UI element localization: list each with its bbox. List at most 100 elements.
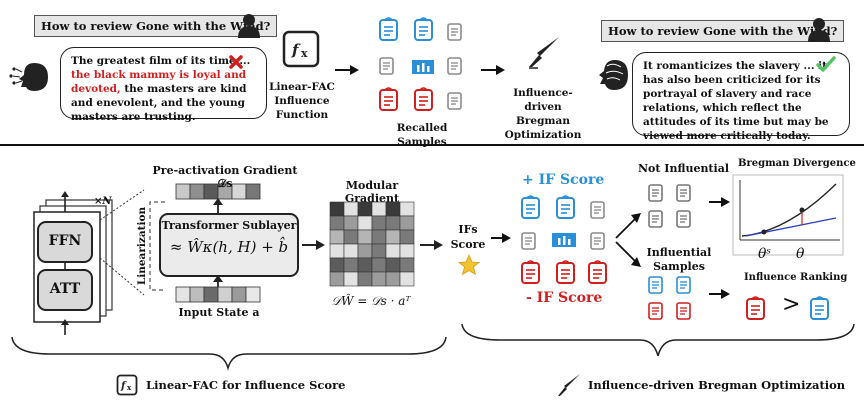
matrix-cell (371, 257, 387, 273)
doc-icon (414, 17, 433, 41)
optimization-label: Influence-driven Bregman Optimization (504, 87, 582, 141)
function-fx-icon: f x (282, 30, 320, 68)
svg-text:f: f (291, 41, 301, 59)
recalled-samples-grid (379, 17, 462, 111)
doc-icon (521, 260, 540, 284)
plus-if-label: + IF Score (522, 172, 605, 188)
robot-head-icon (9, 63, 48, 91)
matrix-cell (399, 271, 415, 287)
doc-icon (648, 184, 663, 202)
question-right: How to review Gone with the Wind? (601, 20, 845, 42)
matrix-cell (329, 243, 345, 259)
right-brace (461, 323, 855, 357)
matrix-cell (343, 257, 359, 273)
not-influential-label: Not Influential (638, 162, 730, 175)
user-icon (238, 14, 260, 38)
check-mark-icon (816, 56, 836, 72)
sublayer-formula: ≈ Ŵκ(h, H) + b̂ (169, 238, 289, 256)
matrix-cell (329, 271, 345, 287)
doc-icon (556, 195, 575, 219)
doc-icon (588, 260, 607, 284)
ai-head-icon (599, 60, 628, 90)
ranking-greater-than: > (782, 292, 801, 317)
doc-icon (590, 232, 605, 250)
bregman-title: Bregman Divergence (738, 158, 856, 169)
answer-good-bubble: It romanticizes the slavery ... it has a… (632, 52, 850, 142)
not-influential-samples (648, 184, 691, 228)
doc-icon (648, 210, 663, 228)
matrix-cell (329, 215, 345, 231)
question-left: How to review Gone with the Wind? (34, 15, 278, 37)
matrix-cell (371, 271, 387, 287)
preact-title: Pre-activation Gradient 𝒟s (152, 164, 298, 190)
matrix-cell (399, 257, 415, 273)
scalpel-icon (558, 374, 580, 396)
answer-bad-highlight: the black mammy is loyal and devoted, (71, 69, 247, 95)
minus-if-label: - IF Score (526, 290, 603, 306)
theta-s-label: θˢ (758, 246, 772, 262)
theta-label: θ (796, 246, 805, 262)
scored-samples-grid (521, 195, 607, 284)
matrix-cell (343, 243, 359, 259)
doc-icon (447, 23, 462, 41)
input-state-label: Input State a (178, 306, 260, 319)
matrix-cell (371, 243, 387, 259)
input-state-vector (175, 286, 261, 303)
doc-icon (447, 57, 462, 75)
fx-label: Linear-FAC Influence Function (269, 81, 335, 121)
matrix-cell (357, 243, 373, 259)
influential-label: Influential Samples (646, 246, 712, 273)
svg-text:x: x (127, 383, 132, 392)
doc-icon (556, 260, 575, 284)
ranking-title: Influence Ranking (744, 272, 848, 283)
ifs-score-label: IFs Score (450, 223, 486, 251)
linearization-label: Linearization (136, 206, 148, 286)
linear-fac-module (11, 183, 447, 371)
doc-icon (414, 87, 433, 111)
svg-text:f: f (120, 381, 127, 392)
matrix-cell (357, 229, 373, 245)
att-label: ATT (49, 281, 81, 297)
doc-icon (676, 276, 691, 294)
doc-icon (648, 302, 663, 320)
transformer-sublayer-box (159, 213, 299, 277)
ffn-label: FFN (48, 233, 82, 249)
doc-icon (676, 184, 691, 202)
matrix-cell (357, 271, 373, 287)
doc-icon (521, 232, 536, 250)
matrix-cell (385, 243, 401, 259)
matrix-cell (371, 215, 387, 231)
footer-left-label: Linear-FAC for Influence Score (146, 378, 346, 392)
low-influence-doc-icon (810, 296, 829, 320)
matrix-cell (385, 257, 401, 273)
modular-title: Modular Gradient (344, 179, 400, 205)
doc-icon (590, 201, 605, 219)
cross-mark-icon (229, 55, 243, 69)
answer-bad-bubble: The greatest film of its time ... the bl… (60, 47, 267, 123)
matrix-cell (399, 229, 415, 245)
sublayer-title: Transformer Sublayer (161, 219, 297, 232)
matrix-cell (329, 229, 345, 245)
doc-icon (676, 302, 691, 320)
scalpel-icon (529, 37, 559, 69)
high-influence-doc-icon (746, 296, 765, 320)
doc-icon (379, 87, 398, 111)
matrix-cell (385, 271, 401, 287)
preact-gradient-vector (175, 183, 261, 200)
footer-right-label: Influence-driven Bregman Optimization (588, 378, 846, 392)
svg-text:x: x (301, 47, 308, 60)
left-brace (11, 336, 447, 371)
times-n-label: ×N (94, 196, 112, 207)
influential-samples (648, 276, 691, 320)
doc-icon (447, 92, 462, 110)
matrix-cell (357, 257, 373, 273)
doc-icon (648, 276, 663, 294)
bregman-plot (732, 174, 844, 256)
function-fx-icon: f x (116, 374, 138, 396)
modular-formula: 𝒟Ŵ = 𝒟s · aᵀ (331, 294, 411, 308)
arrow-right-icon (491, 233, 511, 243)
answer-bad-part2: the masters are kind and enevolent, and … (71, 83, 247, 123)
arrow-right-icon (709, 289, 730, 299)
matrix-cell (385, 229, 401, 245)
matrix-cell (329, 257, 345, 273)
